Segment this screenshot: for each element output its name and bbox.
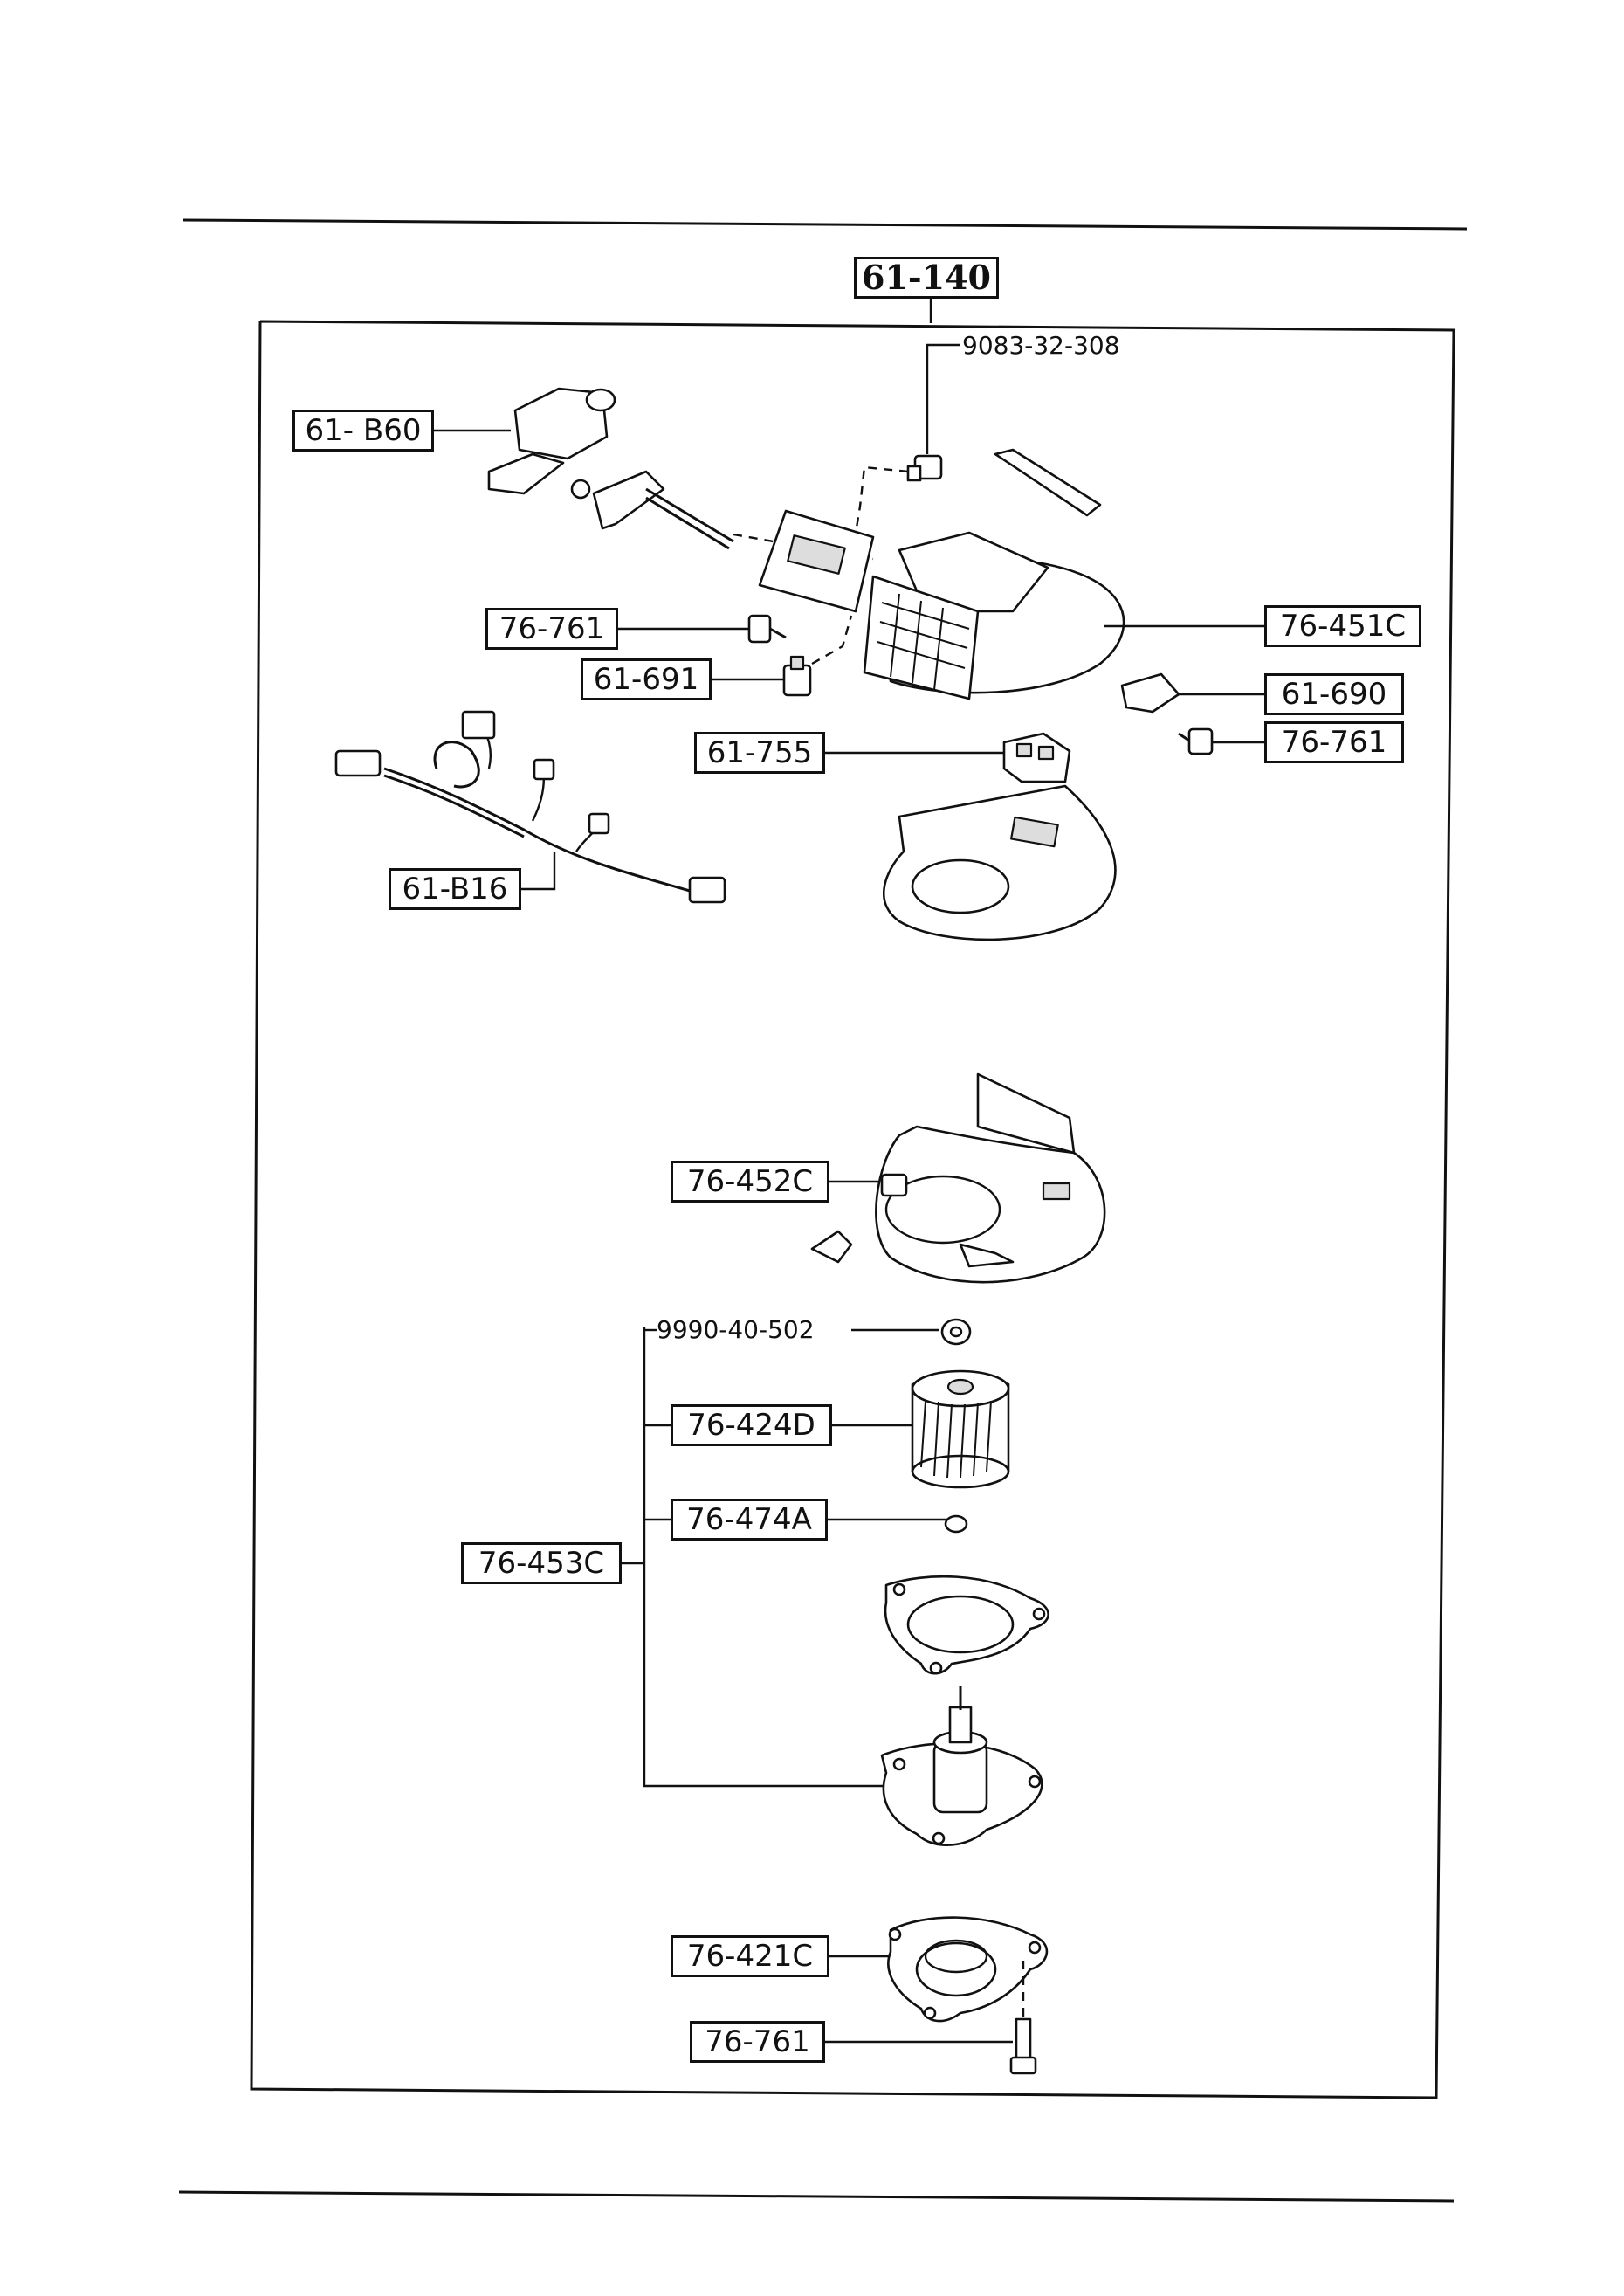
- lever-rod-icon: [592, 470, 734, 550]
- label-61755: 61-755: [694, 732, 825, 774]
- dashed-link-resistor: [811, 615, 853, 665]
- blower-fan-icon: [911, 1369, 1010, 1489]
- label-76424d: 76-424D: [671, 1404, 832, 1446]
- label-9083-32-308: 9083-32-308: [962, 331, 1120, 360]
- assembly-title: 61-140: [854, 257, 999, 299]
- label-76761-a: 76-761: [485, 608, 618, 650]
- label-76761-b: 76-761: [1264, 721, 1404, 763]
- filter-strip-icon: [994, 448, 1102, 517]
- label-61691: 61-691: [581, 658, 712, 700]
- nut-icon: [940, 1318, 972, 1346]
- bracket-76453c: [643, 1327, 959, 1788]
- switch-connector-icon: [1002, 732, 1071, 783]
- cover-plate-icon: [758, 509, 875, 613]
- label-76451c: 76-451C: [1264, 605, 1421, 647]
- motor-cover-plate-icon: [887, 1916, 1049, 2023]
- label-61b60: 61- B60: [292, 410, 434, 452]
- clip-bracket-icon: [1120, 672, 1180, 714]
- label-76452c: 76-452C: [671, 1161, 829, 1203]
- leader-9083: [926, 343, 960, 454]
- label-76474a: 76-474A: [671, 1499, 828, 1541]
- label-76421c: 76-421C: [671, 1935, 829, 1977]
- assembly-frame: [250, 320, 1455, 2099]
- motor-flange-icon: [884, 1575, 1049, 1675]
- label-9990-40-502: 9990-40-502: [657, 1315, 815, 1344]
- actuator-motor-icon: [487, 387, 616, 500]
- dashed-link-screw: [854, 465, 909, 534]
- label-61690: 61-690: [1264, 673, 1404, 715]
- seal-plate-icon: [882, 784, 1117, 941]
- top-rule: [182, 218, 1468, 231]
- label-76453c: 76-453C: [461, 1542, 622, 1584]
- screw-icon: [906, 454, 943, 482]
- blower-case-upper-icon: [863, 531, 1125, 700]
- resistor-icon: [782, 655, 812, 697]
- label-61b16: 61-B16: [389, 868, 521, 910]
- screw-icon: [747, 614, 787, 644]
- leader-61b16: [521, 852, 556, 891]
- blower-case-lower-icon: [810, 1072, 1106, 1284]
- bottom-rule: [178, 2190, 1455, 2203]
- wiring-harness-icon: [334, 710, 726, 904]
- screw-icon: [1178, 727, 1214, 755]
- label-76761-c: 76-761: [690, 2021, 825, 2063]
- washer-icon: [944, 1514, 968, 1534]
- blower-motor-icon: [880, 1686, 1043, 1846]
- bolt-icon: [1009, 2017, 1037, 2075]
